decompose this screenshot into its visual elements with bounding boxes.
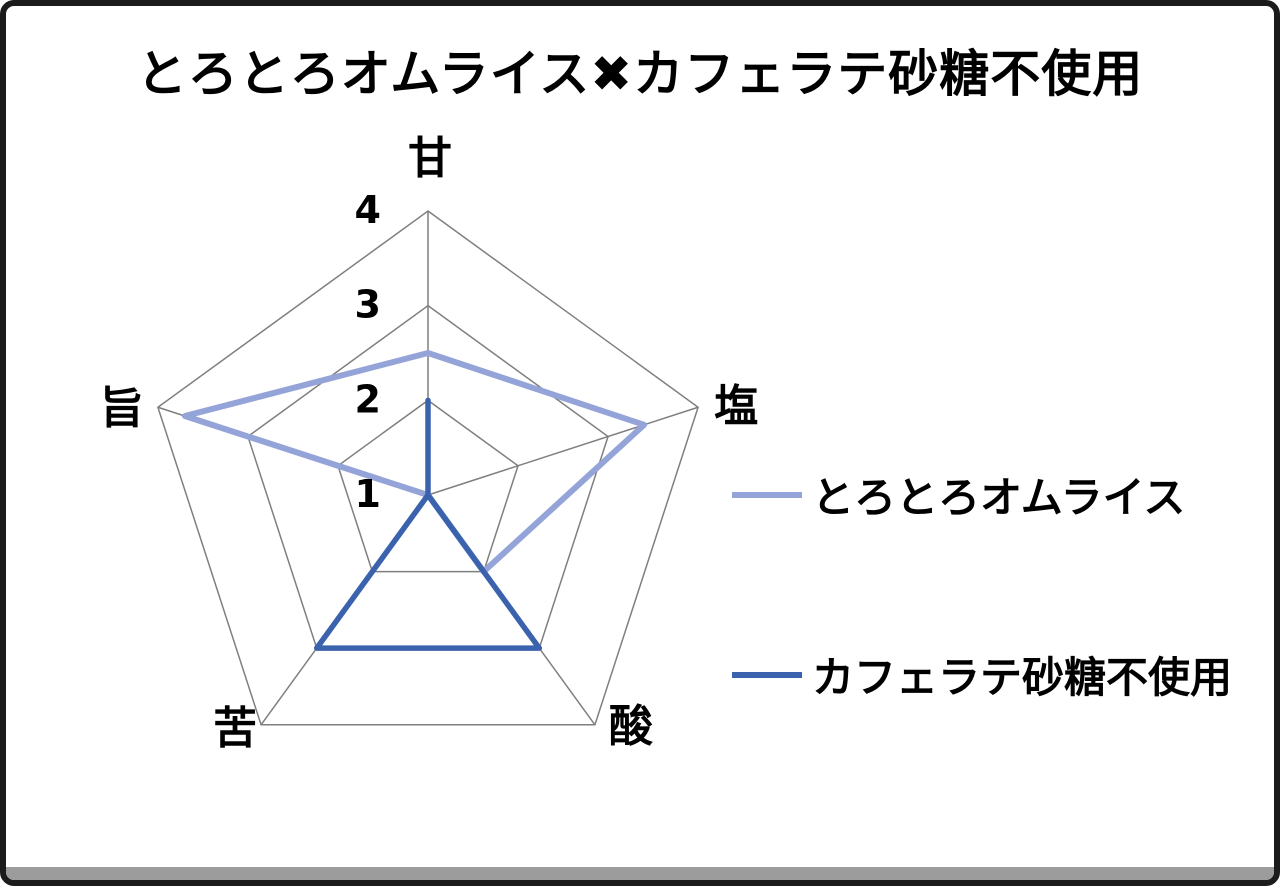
legend-item-cafelatte: カフェラテ砂糖不使用 (732, 644, 1232, 705)
axis-label-4: 旨 (100, 383, 144, 434)
radar-chart: 4 3 2 1 甘塩酸 苦 旨 (100, 133, 758, 754)
legend-label-cafelatte: カフェラテ砂糖不使用 (812, 653, 1233, 702)
series-line-1 (313, 397, 543, 651)
radar-spoke (427, 406, 699, 496)
scale-tick-1: 1 (355, 472, 381, 516)
chart-title: とろとろオムライス✖カフェラテ砂糖不使用 (136, 45, 1144, 103)
axis-label-1: 塩 (714, 381, 758, 432)
scale-tick-4: 4 (355, 188, 381, 232)
footer-bar (6, 867, 1274, 880)
axis-label-0: 甘 (408, 133, 452, 184)
legend-swatch-cafelatte (732, 671, 802, 678)
legend-item-omurice: とろとろオムライス (732, 464, 1185, 525)
axis-label-3: 苦 (213, 703, 257, 754)
radar-gridline-ring (157, 210, 699, 726)
legend-swatch-omurice (732, 491, 802, 498)
radar-gridline-ring (337, 399, 519, 573)
scale-tick-2: 2 (355, 377, 381, 421)
axis-label-2: 酸 (609, 701, 654, 752)
legend-label-omurice: とろとろオムライス (812, 473, 1186, 522)
scale-tick-3: 3 (355, 283, 381, 327)
